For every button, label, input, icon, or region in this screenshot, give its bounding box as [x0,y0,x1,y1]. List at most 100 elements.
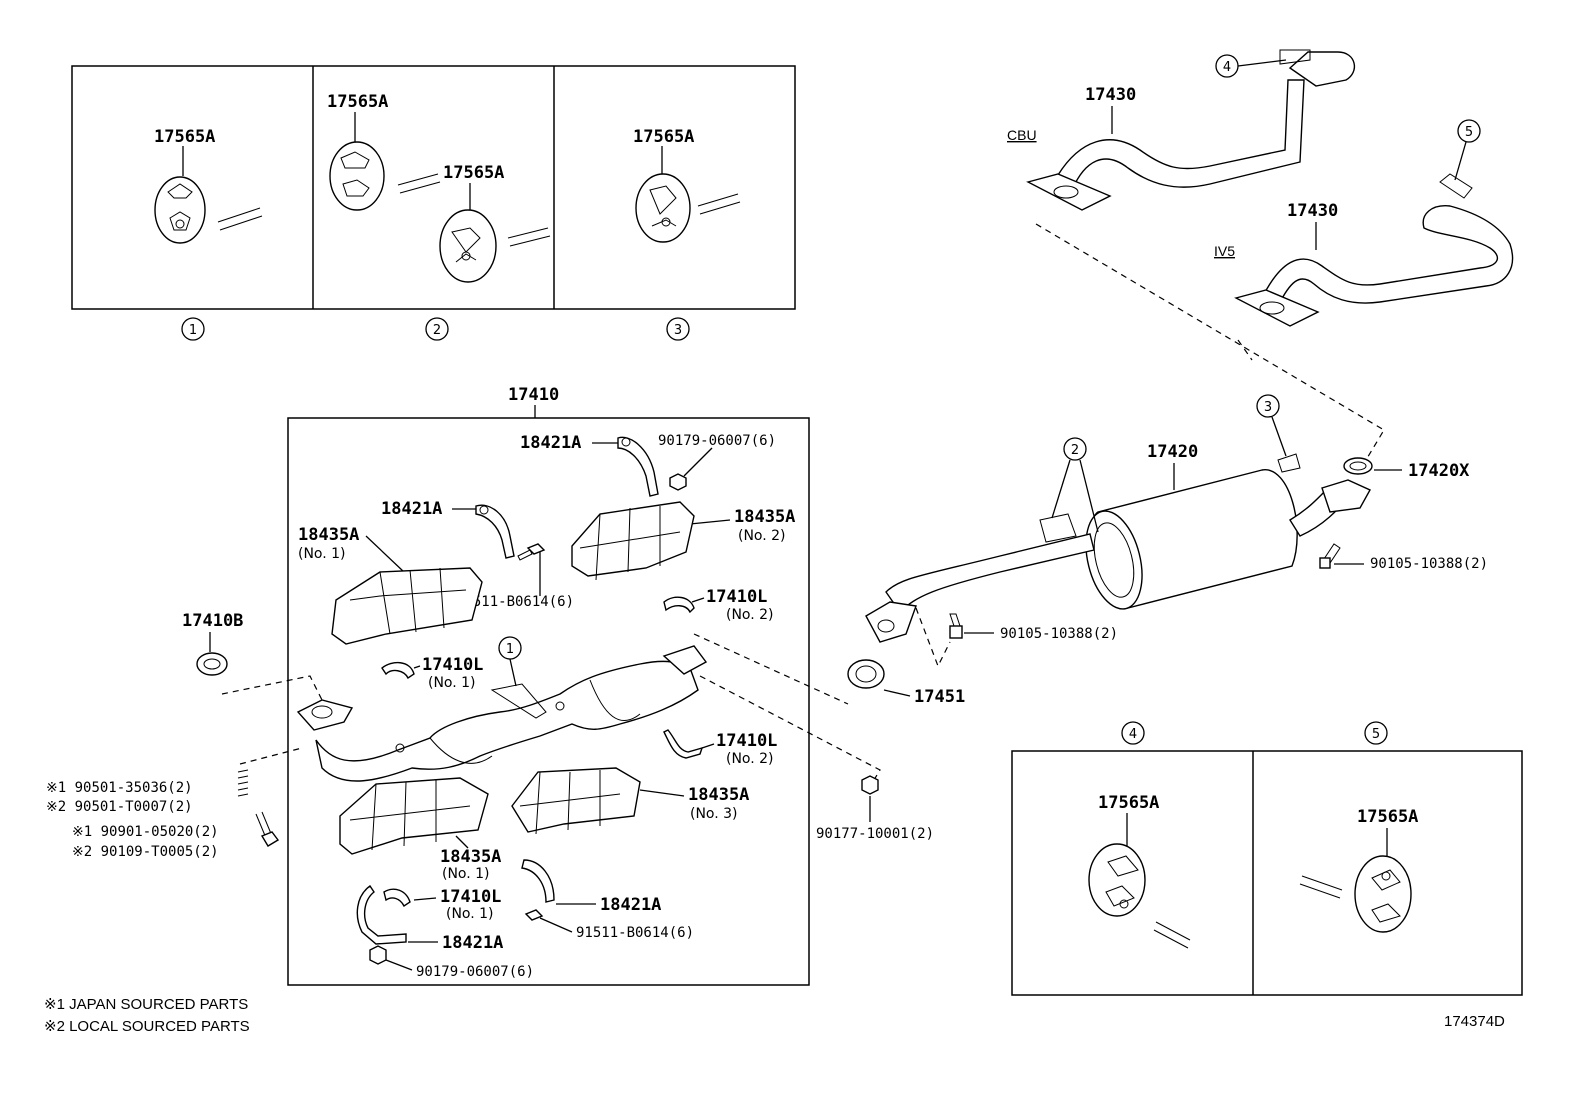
muffler-assembly[interactable]: 17420 2 3 [865,394,1371,643]
clamp-2b-sub: (No. 2) [726,751,774,767]
inset-2-hangers[interactable]: 17565A 17565A [327,92,551,283]
converter-box [287,417,810,986]
bolt-fasteners-left[interactable]: ※1 90901-05020(2) ※2 90109-T0005(2) [72,811,280,860]
bracket-top-label: 18421A [520,433,581,453]
figure-id: 174374D [1444,1013,1505,1030]
tail-cbu-callout-4: 4 [1223,60,1231,75]
spring-2-label: ※2 90501-T0007(2) [46,799,193,815]
inset-3-hanger[interactable]: 17565A [633,127,741,243]
gasket-17451[interactable]: 17451 [847,659,965,707]
clamp-17410l-no2-a[interactable]: 17410L (No. 2) [663,587,774,623]
note-local-sourced: ※2 LOCAL SOURCED PARTS [44,1018,250,1035]
gasket-17410b[interactable]: 17410B [182,611,243,676]
svg-text:5: 5 [1372,727,1380,742]
muffler-callout-3: 3 [1264,400,1272,415]
heat-insulator-no2-upper[interactable]: 18435A (No. 2) [571,501,795,581]
bolt-left-label: 90105-10388(2) [1000,626,1118,642]
svg-text:4: 4 [1129,727,1137,742]
inset-callout-4: 4 [1121,721,1145,745]
inset-1-label: 17565A [154,127,215,147]
clamp-1b-label: 17410L [440,887,501,907]
gasket-17420x[interactable]: 17420X [1343,457,1470,481]
bolt-right-label: 90105-10388(2) [1370,556,1488,572]
cbu-variant: CBU [1007,127,1037,143]
svg-text:3: 3 [674,323,682,338]
heat-insulator-no1-lower[interactable]: 18435A (No. 1) [339,777,501,882]
bolt-upper-label: 91511-B0614(6) [456,594,574,610]
bracket-18421a-lower-left[interactable]: 18421A [356,885,503,953]
gasket-17451-label: 17451 [914,687,965,707]
tail-pipe-iv5-label: 17430 [1287,201,1338,221]
clamp-1b-sub: (No. 1) [446,906,494,922]
inset-callout-2: 2 [425,317,449,341]
tail-pipe-cbu-label: 17430 [1085,85,1136,105]
inset-callout-1: 1 [181,317,205,341]
bracket-18421a-top[interactable]: 18421A [520,433,659,497]
insulator-1b-label: 18435A [440,847,501,867]
inset-1-hanger[interactable]: 17565A [154,127,263,244]
bolt-90105-10388-left[interactable]: 90105-10388(2) [949,613,1118,642]
clamp-17410l-no1-a[interactable]: 17410L (No. 1) [381,655,483,691]
muffler-label: 17420 [1147,442,1198,462]
insulator-2-sub: (No. 2) [738,528,786,544]
bracket-18421a-lower-right[interactable]: 18421A [521,859,661,915]
gasket-17410b-label: 17410B [182,611,243,631]
bracket-low-right-label: 18421A [600,895,661,915]
tail-pipe-iv5[interactable]: 17430 IV5 5 [1214,119,1514,327]
iv5-variant: IV5 [1214,243,1235,259]
bolt-low-label: 91511-B0614(6) [576,925,694,941]
inset-panels-top [71,65,796,310]
tail-pipe-cbu[interactable]: 17430 CBU 4 [1007,49,1356,211]
clamp-2a-sub: (No. 2) [726,607,774,623]
front-pipe-converter[interactable]: 1 [296,636,708,782]
bracket-18421a-upper[interactable]: 18421A [381,499,515,559]
bolt-91511-b0614-lower[interactable]: 91511-B0614(6) [524,909,694,941]
svg-text:2: 2 [433,323,441,338]
inset-4-label: 17565A [1098,793,1159,813]
inset-2-label-b: 17565A [443,163,504,183]
nut-low-label: 90179-06007(6) [416,964,534,980]
clamp-17410l-no1-b[interactable]: 17410L (No. 1) [383,887,501,922]
bracket-upper-label: 18421A [381,499,442,519]
inset-3-label: 17565A [633,127,694,147]
inset-panels-bottom [1011,750,1523,996]
inset-4-hanger[interactable]: 17565A [1088,793,1191,949]
nut-90177-10001[interactable]: 90177-10001(2) [816,775,934,842]
insulator-1-sub: (No. 1) [298,546,346,562]
clamp-17410l-no2-b[interactable]: 17410L (No. 2) [663,729,777,767]
spring-fasteners-left[interactable]: ※1 90501-35036(2) ※2 90501-T0007(2) [46,769,249,815]
insulator-2-label: 18435A [734,507,795,527]
bolt-90105-10388-right[interactable]: 90105-10388(2) [1319,543,1488,572]
inset-callout-3: 3 [666,317,690,341]
heat-insulator-no3[interactable]: 18435A (No. 3) [511,767,749,835]
clamp-1a-label: 17410L [422,655,483,675]
insulator-1-label: 18435A [298,525,359,545]
insulator-3-label: 18435A [688,785,749,805]
inset-callout-5: 5 [1364,721,1388,745]
spring-1-label: ※1 90501-35036(2) [46,780,193,796]
converter-assembly-label: 17410 [508,385,559,405]
svg-text:1: 1 [189,323,197,338]
gasket-17420x-label: 17420X [1408,461,1470,481]
inset-5-hanger[interactable]: 17565A [1299,807,1418,933]
bracket-low-left-label: 18421A [442,933,503,953]
nut-90179-06007-lower[interactable]: 90179-06007(6) [369,945,534,980]
clamp-1a-sub: (No. 1) [428,675,476,691]
inset-5-label: 17565A [1357,807,1418,827]
nut-top-label: 90179-06007(6) [658,433,776,449]
clamp-2b-label: 17410L [716,731,777,751]
insulator-1b-sub: (No. 1) [442,866,490,882]
inset-2-label-a: 17565A [327,92,388,112]
nut-rear-label: 90177-10001(2) [816,826,934,842]
note-japan-sourced: ※1 JAPAN SOURCED PARTS [44,996,248,1013]
bolt-1-label: ※1 90901-05020(2) [72,824,219,840]
heat-insulator-no1-upper[interactable]: 18435A (No. 1) [298,525,483,645]
muffler-callout-2: 2 [1071,443,1079,458]
clamp-2a-label: 17410L [706,587,767,607]
bolt-2-label: ※2 90109-T0005(2) [72,844,219,860]
nut-90179-06007-top[interactable]: 90179-06007(6) [658,433,776,491]
insulator-3-sub: (No. 3) [690,806,738,822]
bolt-91511-b0614-upper[interactable]: 91511-B0614(6) [456,543,574,610]
tail-iv5-callout-5: 5 [1465,125,1473,140]
